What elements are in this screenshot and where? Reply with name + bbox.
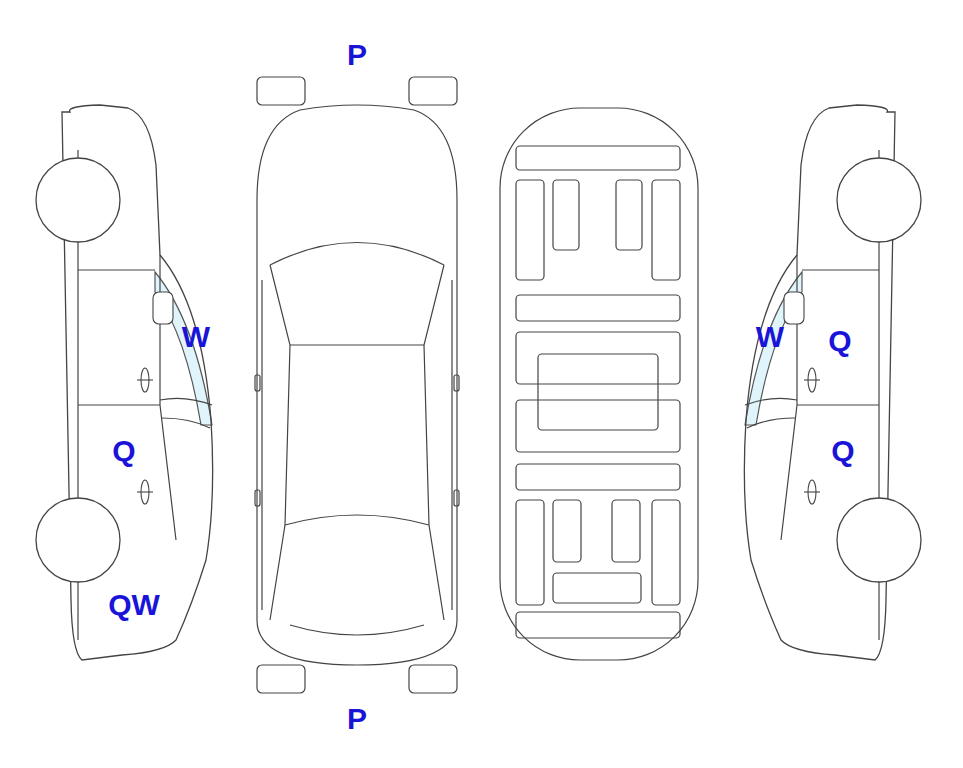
bumper-panel: P <box>257 38 457 71</box>
damage-code: W <box>756 322 784 352</box>
panel-shape <box>78 405 176 542</box>
damage-code: QW <box>108 590 160 620</box>
damage-code: P <box>347 704 367 734</box>
door-panel: Q <box>78 405 176 542</box>
door-panel: Q <box>782 405 879 542</box>
panel-shape <box>782 405 879 542</box>
door-panel: Q <box>796 270 879 405</box>
fender-panel: QW <box>68 478 188 663</box>
damage-code: Q <box>828 326 851 356</box>
damage-code: Q <box>831 436 854 466</box>
panel-shape <box>68 478 188 663</box>
bumper-panel: P <box>257 704 457 733</box>
damage-code: P <box>347 40 367 70</box>
damage-code: Q <box>112 436 135 466</box>
damage-code: W <box>182 322 210 352</box>
